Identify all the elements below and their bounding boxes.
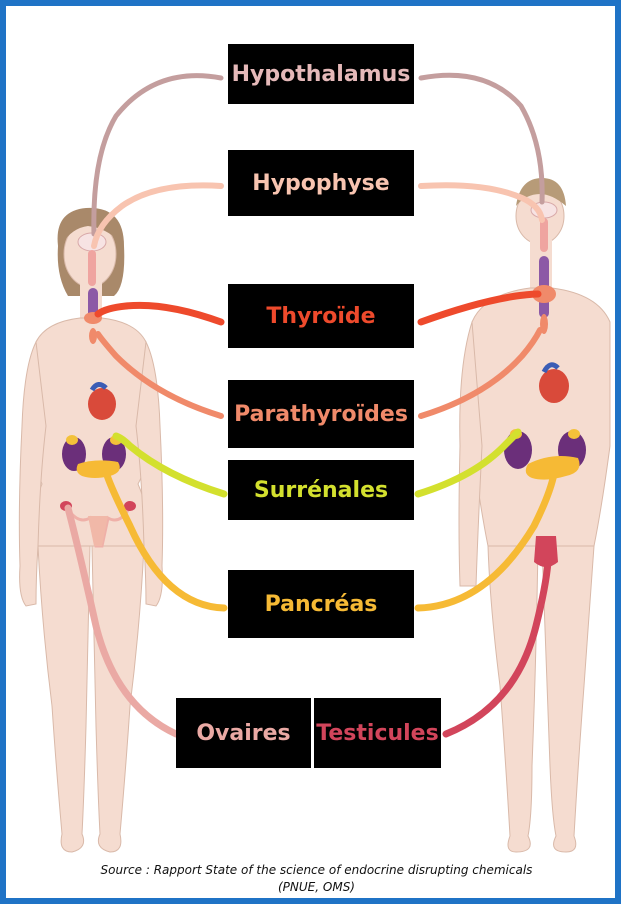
pancreas-label: Pancréas (228, 570, 414, 638)
ovaires-label: Ovaires (176, 698, 311, 768)
male-body (459, 178, 610, 852)
hypophyse-label: Hypophyse (228, 150, 414, 216)
thyroide-label: Thyroïde (228, 284, 414, 348)
source-line-2: (PNUE, OMS) (26, 879, 607, 896)
surrenales-label: Surrénales (228, 460, 414, 520)
testicules-label: Testicules (314, 698, 441, 768)
source-line-1: Source : Rapport State of the science of… (26, 862, 607, 879)
parathyroides-label: Parathyroïdes (228, 380, 414, 448)
source-caption: Source : Rapport State of the science of… (26, 862, 607, 896)
hypothalamus-label: Hypothalamus (228, 44, 414, 104)
